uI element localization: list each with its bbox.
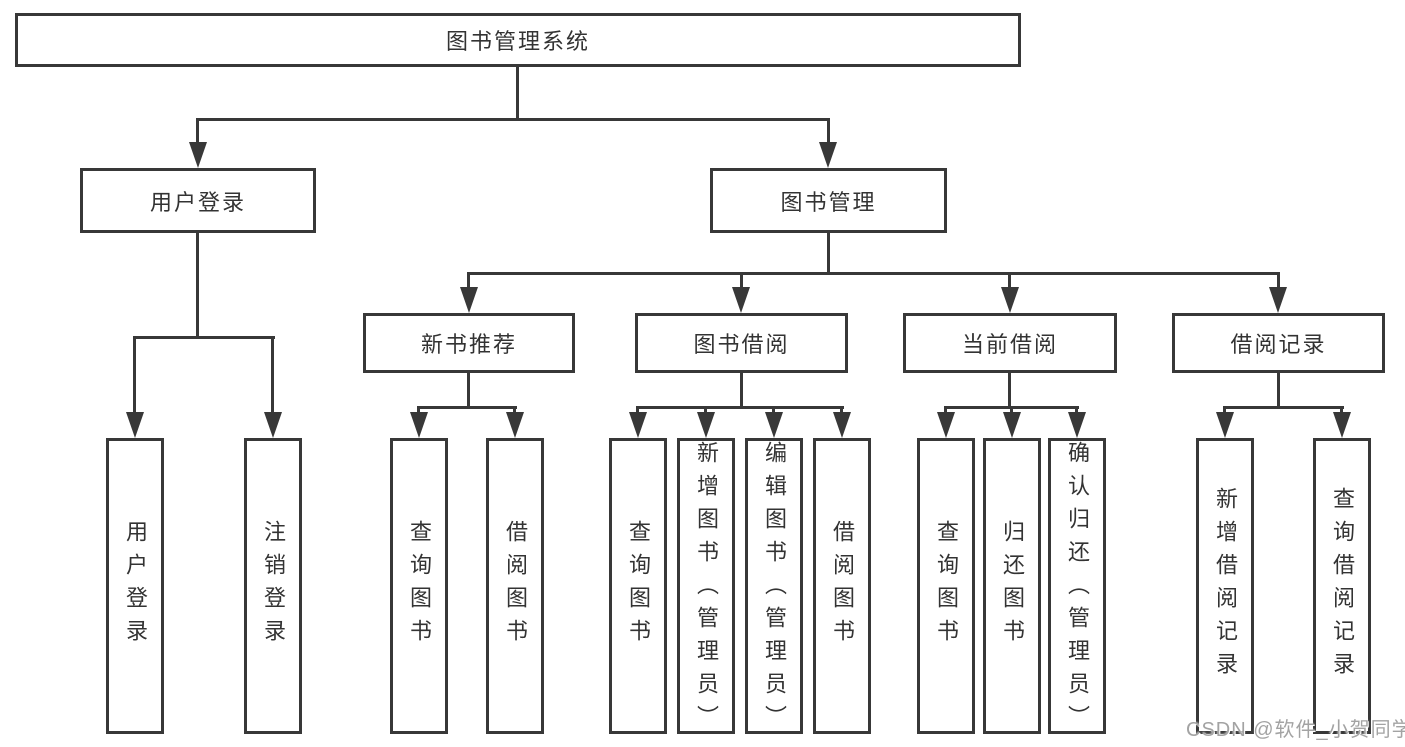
node-user-login-label: 用户登录 <box>149 189 246 215</box>
node-book-borrowing-label: 图书借阅 <box>693 332 790 357</box>
leaf-borrow-books-2-label: 借阅图书 <box>830 520 855 652</box>
arrow-down-icon <box>697 412 715 438</box>
node-new-book-recommend-label: 新书推荐 <box>420 332 517 357</box>
arrow-down-icon <box>732 287 750 313</box>
arrow-down-icon <box>765 412 783 438</box>
node-borrow-records-label: 借阅记录 <box>1230 332 1327 357</box>
connector-line <box>1075 406 1078 414</box>
connector-line <box>1224 406 1344 409</box>
leaf-user-login: 用户登录 <box>106 438 164 734</box>
arrow-down-icon <box>1003 412 1021 438</box>
leaf-return-book-label: 归还图书 <box>1000 520 1025 652</box>
node-new-book-recommend: 新书推荐 <box>363 313 575 373</box>
connector-line <box>418 406 517 409</box>
node-current-borrowing-label: 当前借阅 <box>961 332 1058 357</box>
leaf-add-book-admin-label: 新增图书（管理员） <box>694 441 719 738</box>
leaf-borrow-books-1-label: 借阅图书 <box>503 520 528 652</box>
connector-line <box>827 233 830 272</box>
connector-line <box>513 406 516 414</box>
leaf-query-borrow-record-label: 查询借阅记录 <box>1330 487 1355 685</box>
arrow-down-icon <box>189 142 207 168</box>
node-current-borrowing: 当前借阅 <box>903 313 1117 373</box>
connector-line <box>1223 406 1226 414</box>
leaf-logout-label: 注销登录 <box>261 520 286 652</box>
connector-line <box>636 406 639 414</box>
leaf-edit-book-admin: 编辑图书（管理员） <box>745 438 803 738</box>
leaf-query-borrow-record: 查询借阅记录 <box>1313 438 1371 734</box>
connector-line <box>468 272 1280 275</box>
arrow-down-icon <box>629 412 647 438</box>
connector-line <box>827 118 830 144</box>
connector-line <box>1340 406 1343 414</box>
connector-line <box>196 233 199 336</box>
connector-line <box>740 373 743 406</box>
arrow-down-icon <box>1068 412 1086 438</box>
node-book-management-label: 图书管理 <box>780 189 877 215</box>
leaf-return-book: 归还图书 <box>983 438 1041 734</box>
connector-line <box>271 336 274 414</box>
arrow-down-icon <box>1333 412 1351 438</box>
connector-line <box>637 406 844 409</box>
leaf-query-books-2: 查询图书 <box>609 438 667 734</box>
node-book-management: 图书管理 <box>710 168 947 233</box>
node-borrow-records: 借阅记录 <box>1172 313 1385 373</box>
leaf-query-books-2-label: 查询图书 <box>626 520 651 652</box>
leaf-query-books-1: 查询图书 <box>390 438 448 734</box>
arrow-down-icon <box>1269 287 1287 313</box>
connector-line <box>772 406 775 414</box>
node-user-login: 用户登录 <box>80 168 316 233</box>
connector-line <box>944 406 947 414</box>
leaf-confirm-return-admin-label: 确认归还（管理员） <box>1065 441 1090 738</box>
node-book-borrowing: 图书借阅 <box>635 313 848 373</box>
arrow-down-icon <box>819 142 837 168</box>
connector-line <box>1008 272 1011 289</box>
leaf-query-books-3: 查询图书 <box>917 438 975 734</box>
node-library-system: 图书管理系统 <box>15 13 1021 67</box>
connector-line <box>1277 373 1280 406</box>
leaf-query-books-1-label: 查询图书 <box>407 520 432 652</box>
connector-line <box>1008 373 1011 406</box>
leaf-edit-book-admin-label: 编辑图书（管理员） <box>762 441 787 738</box>
arrow-down-icon <box>410 412 428 438</box>
leaf-user-login-label: 用户登录 <box>123 520 148 652</box>
arrow-down-icon <box>264 412 282 438</box>
arrow-down-icon <box>126 412 144 438</box>
connector-line <box>516 67 519 118</box>
leaf-confirm-return-admin: 确认归还（管理员） <box>1048 438 1106 738</box>
connector-line <box>467 272 470 289</box>
csdn-watermark: CSDN @软件_小贺同学 <box>1186 719 1405 741</box>
connector-line <box>417 406 420 414</box>
leaf-logout: 注销登录 <box>244 438 302 734</box>
arrow-down-icon <box>833 412 851 438</box>
arrow-down-icon <box>506 412 524 438</box>
arrow-down-icon <box>460 287 478 313</box>
connector-line <box>133 336 136 414</box>
leaf-add-borrow-record: 新增借阅记录 <box>1196 438 1254 734</box>
arrow-down-icon <box>937 412 955 438</box>
connector-line <box>740 272 743 289</box>
leaf-borrow-books-2: 借阅图书 <box>813 438 871 734</box>
leaf-add-book-admin: 新增图书（管理员） <box>677 438 735 738</box>
leaf-add-borrow-record-label: 新增借阅记录 <box>1213 487 1238 685</box>
leaf-query-books-3-label: 查询图书 <box>934 520 959 652</box>
connector-line <box>1277 272 1280 289</box>
arrow-down-icon <box>1001 287 1019 313</box>
node-library-system-label: 图书管理系统 <box>445 29 590 54</box>
connector-line <box>467 373 470 406</box>
connector-line <box>840 406 843 414</box>
connector-line <box>196 118 199 144</box>
arrow-down-icon <box>1216 412 1234 438</box>
connector-line <box>134 336 275 339</box>
connector-line <box>197 118 830 121</box>
connector-line <box>704 406 707 414</box>
leaf-borrow-books-1: 借阅图书 <box>486 438 544 734</box>
connector-line <box>1010 406 1013 414</box>
